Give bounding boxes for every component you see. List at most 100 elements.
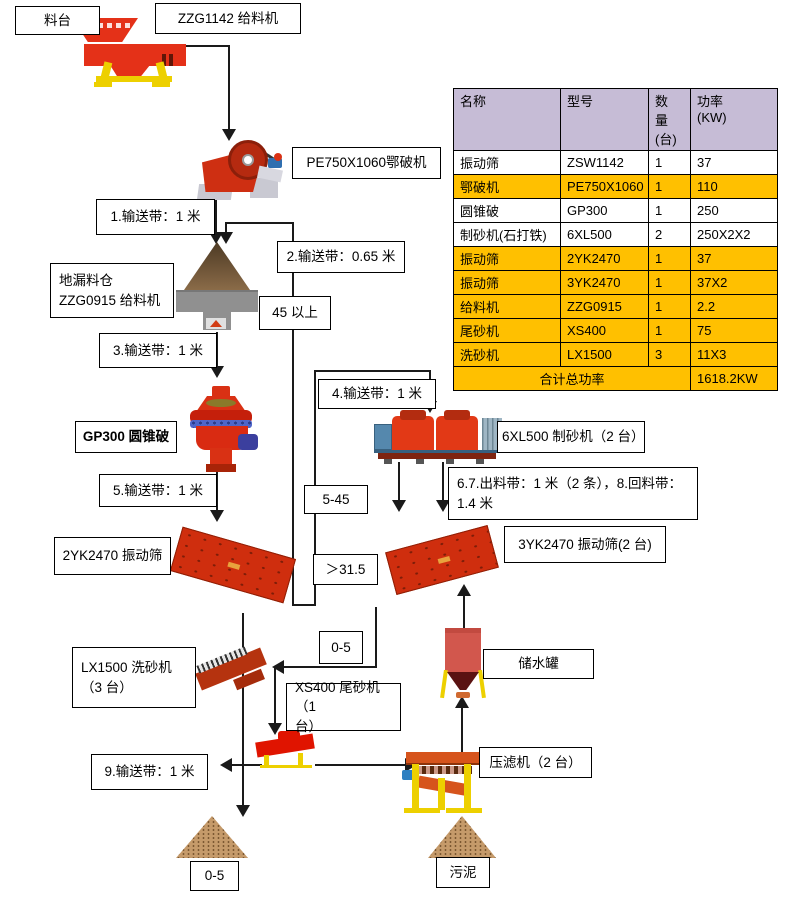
flow-line	[172, 45, 230, 47]
table-cell: 3YK2470	[560, 270, 649, 295]
label-size-0-5-mid: 0-5	[319, 631, 363, 664]
table-cell: 2	[648, 222, 691, 247]
label-screen-2yk: 2YK2470 振动筛	[54, 537, 171, 575]
table-cell: 3	[648, 342, 691, 367]
table-cell: ZSW1142	[560, 150, 649, 175]
jaw-crusher-machine	[192, 138, 288, 204]
table-cell: 2YK2470	[560, 246, 649, 271]
screen-2yk-machine	[169, 526, 297, 618]
screen-3yk-machine	[385, 518, 499, 608]
table-total-row: 合计总功率 1618.2KW	[453, 366, 778, 391]
table-cell: LX1500	[560, 342, 649, 367]
table-cell: 振动筛	[453, 150, 561, 175]
table-cell: 2.2	[690, 294, 778, 319]
table-cell: 250X2X2	[690, 222, 778, 247]
table-cell: 110	[690, 174, 778, 199]
label-belt-1: 1.输送带：1 米	[96, 199, 215, 235]
table-cell: PE750X1060	[560, 174, 649, 199]
table-cell: 37X2	[690, 270, 778, 295]
table-cell: 给料机	[453, 294, 561, 319]
label-belt-9: 9.输送带：1 米	[91, 754, 208, 790]
table-cell: 振动筛	[453, 246, 561, 271]
label-size-45plus: 45 以上	[259, 296, 331, 330]
flow-line	[314, 370, 431, 372]
arrowhead	[455, 696, 469, 708]
feeder-body	[84, 44, 186, 66]
flow-line	[225, 222, 227, 234]
label-size-gt315: ＞31.5	[313, 554, 378, 585]
column-header-model: 型号	[560, 88, 649, 151]
table-cell: 洗砂机	[453, 342, 561, 367]
table-cell: 11X3	[690, 342, 778, 367]
arrowhead	[210, 510, 224, 522]
label-water-tank: 储水罐	[483, 649, 594, 679]
water-tank-machine	[440, 626, 486, 702]
label-fine-sand-machine: XS400 尾砂机（1 台）	[286, 680, 401, 734]
flow-line	[375, 607, 377, 668]
total-power-value: 1618.2KW	[690, 366, 778, 391]
label-sludge: 污泥	[436, 857, 490, 888]
washer-machine	[192, 642, 272, 698]
table-cell: 1	[648, 150, 691, 175]
label-filter-press: 压滤机（2 台）	[479, 747, 592, 778]
hopper-machine	[176, 240, 258, 336]
sand-maker-machine	[372, 408, 506, 464]
flow-line	[398, 462, 400, 500]
total-power-label: 合计总功率	[453, 366, 691, 391]
label-belts-678: 6.7.出料带：1 米（2 条），8.回料带： 1.4 米	[448, 467, 698, 520]
crusher-motor	[268, 158, 282, 168]
label-feeder-zzg1142: ZZG1142 给料机	[155, 3, 301, 34]
arrowhead	[222, 129, 236, 141]
table-cell: 6XL500	[560, 222, 649, 247]
flow-line-water-supply	[463, 596, 465, 630]
table-cell: XS400	[560, 318, 649, 343]
arrowhead	[210, 366, 224, 378]
label-belt-3: 3.输送带：1 米	[99, 333, 217, 368]
label-belt-2: 2.输送带：0.65 米	[277, 241, 405, 273]
table-cell: 37	[690, 150, 778, 175]
flow-line	[228, 45, 230, 129]
flow-line	[442, 462, 444, 500]
hopper-sand-cone	[184, 242, 250, 290]
label-sand-maker: 6XL500 制砂机（2 台）	[497, 421, 645, 453]
table-header: 名称 型号 数 量 (台) 功率 (KW)	[453, 88, 778, 151]
table-cell: 鄂破机	[453, 174, 561, 199]
sand-pile-product	[176, 816, 248, 858]
flow-line	[230, 764, 262, 766]
flow-line	[225, 222, 294, 224]
flow-line	[216, 470, 218, 510]
table-cell: GP300	[560, 198, 649, 223]
fine-sand-machine	[254, 730, 320, 772]
column-header-name: 名称	[453, 88, 561, 151]
flow-line	[215, 199, 217, 233]
label-cone-crusher: GP300 圆锥破	[75, 421, 177, 453]
label-size-5-45: 5-45	[304, 485, 368, 514]
flow-line	[274, 666, 276, 723]
table-cell: 1	[648, 318, 691, 343]
arrowhead	[236, 805, 250, 817]
flow-line	[216, 332, 218, 366]
label-material-platform: 料台	[15, 6, 100, 35]
filter-press-machine	[402, 748, 486, 820]
table-cell: 1	[648, 294, 691, 319]
flow-line	[282, 666, 377, 668]
cone-crusher-machine	[186, 386, 260, 474]
sand-maker-unit	[436, 416, 478, 452]
table-cell: 250	[690, 198, 778, 223]
sand-pile-sludge	[428, 816, 496, 858]
arrowhead	[436, 500, 450, 512]
arrowhead	[219, 232, 233, 244]
flow-line-oversize-return	[292, 222, 294, 606]
arrowhead	[392, 500, 406, 512]
label-sand-washer: LX1500 洗砂机 （3 台）	[72, 647, 196, 708]
